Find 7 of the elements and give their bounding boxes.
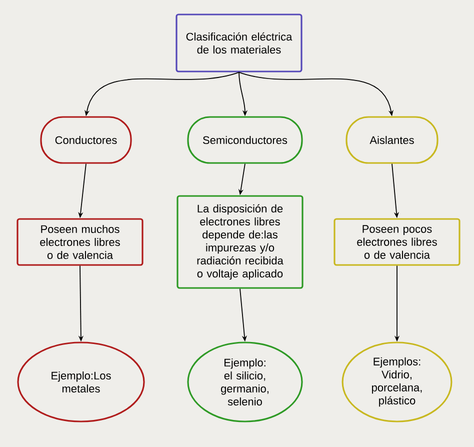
category-box: Aislantes	[346, 116, 438, 164]
description-box: Poseen muchos electrones libres o de valencia	[16, 218, 144, 266]
category-box: Conductores	[40, 116, 132, 164]
title-box: Clasificación eléctrica de los materiales	[176, 14, 302, 72]
description-box: Poseen pocos electrones libres o de valencia	[334, 218, 460, 266]
category-box: Semiconductores	[187, 116, 303, 164]
description-box: La disposición de electrones libres depende de:las impurezas y/o radiación recibida o voltaje aplicado	[176, 195, 304, 289]
